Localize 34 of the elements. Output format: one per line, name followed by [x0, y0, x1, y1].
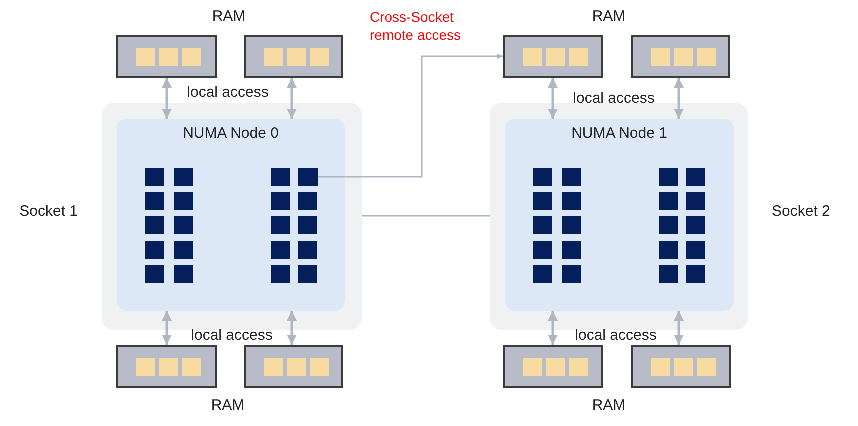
numa-node-panel	[505, 119, 734, 311]
text-label: local access	[191, 327, 273, 344]
text-label: RAM	[592, 8, 626, 25]
memory-module	[244, 345, 343, 388]
arrow	[318, 54, 503, 178]
text-label: local access	[575, 327, 657, 344]
text-label: local access	[187, 84, 269, 101]
arrow	[287, 311, 297, 345]
arrow	[162, 311, 172, 345]
memory-module	[631, 35, 730, 78]
arrow	[674, 311, 684, 345]
arrow	[548, 311, 558, 345]
edge-label: Cross-Socket remote access	[370, 8, 462, 44]
text-label: RAM	[592, 397, 626, 414]
node-title: NUMA Node 1	[570, 125, 668, 142]
socket-label: Socket 1	[20, 203, 78, 220]
arrow	[287, 78, 297, 119]
text-label: local access	[573, 90, 655, 107]
socket-label: Socket 2	[772, 203, 830, 220]
connector-line	[362, 215, 490, 217]
memory-module	[631, 345, 731, 388]
arrow	[674, 78, 684, 119]
memory-module	[503, 345, 603, 388]
memory-module	[503, 35, 603, 78]
memory-module	[116, 35, 217, 78]
text-label: RAM	[212, 8, 246, 25]
memory-module	[116, 345, 217, 388]
text-label: RAM	[211, 397, 245, 414]
cpu-core-icon	[298, 168, 318, 186]
arrow	[162, 78, 172, 119]
arrow	[548, 78, 558, 119]
node-title: NUMA Node 0	[182, 125, 280, 142]
numa-node-panel	[117, 119, 345, 311]
memory-module	[244, 35, 343, 78]
